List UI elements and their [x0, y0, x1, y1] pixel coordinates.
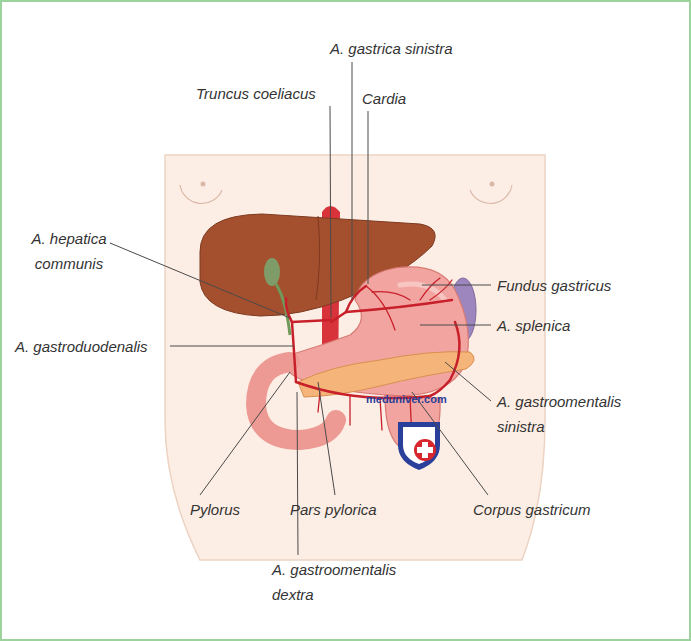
part-label: A. gastrica sinistra — [330, 36, 453, 61]
part-label: A. splenica — [497, 313, 570, 338]
part-label: Cardia — [362, 86, 406, 111]
part-label: A. gastroomentalis sinistra — [497, 389, 647, 439]
part-label: A. gastroomentalis dextra — [272, 557, 422, 607]
part-label: Fundus gastricus — [497, 273, 611, 298]
part-label: Pars pylorica — [290, 497, 377, 522]
part-label: Corpus gastricum — [473, 497, 591, 522]
part-label: A. hepatica communis — [14, 226, 124, 276]
part-label: A. gastroduodenalis — [15, 334, 148, 359]
watermark: meduniver.com — [366, 392, 447, 406]
part-label: Truncus coeliacus — [196, 81, 316, 106]
part-label: Pylorus — [190, 497, 240, 522]
